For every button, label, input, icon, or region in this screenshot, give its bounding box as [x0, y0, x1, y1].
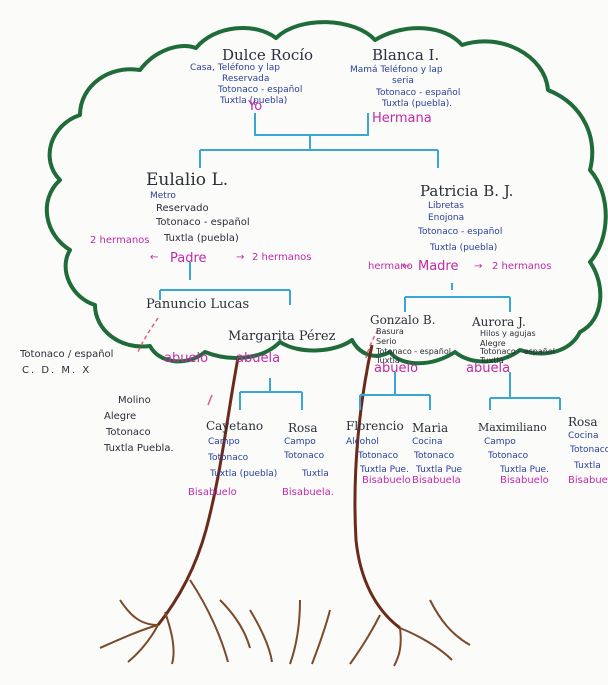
sibling-note: 2 hermanos — [492, 261, 552, 272]
trait: Alcohol — [346, 437, 379, 447]
trait: Totonaco — [488, 451, 529, 461]
role-label: Bisabuelo — [362, 475, 411, 486]
name-aurora: Aurora J. — [472, 315, 526, 329]
trait: Tuxtla — [302, 469, 329, 479]
name-eulalio: Eulalio L. — [146, 170, 229, 190]
trait: Cocina — [412, 437, 443, 447]
role-label: Bisabuela — [568, 475, 608, 486]
trait: Tuxtla Puebla. — [104, 443, 174, 454]
trait: Totonaco — [106, 427, 151, 438]
trait: Reservada — [222, 74, 270, 84]
role-label: Bisabuelo — [500, 475, 549, 486]
role-label: Padre — [170, 251, 207, 266]
role-label: Bisabuelo — [188, 487, 237, 498]
role-label: Bisabuela. — [282, 487, 334, 498]
dashed-links — [137, 317, 379, 359]
trait: seria — [392, 76, 414, 86]
trait: Basura — [376, 327, 404, 336]
trait: Totonaco — [208, 453, 249, 463]
name-maria: Maria — [412, 421, 449, 435]
sibling-note: 2 hermanos — [90, 235, 150, 246]
trait: Tuxtla — [574, 461, 601, 471]
trait: Tuxtla (puebla) — [430, 243, 498, 253]
trait: Totonaco — [414, 451, 455, 461]
trait: Molino — [118, 395, 151, 406]
trait: Alegre — [480, 339, 506, 348]
trait: Totonaco - español — [218, 85, 303, 95]
trunk-left — [156, 357, 240, 626]
roots — [99, 579, 471, 667]
arrow-left-icon: ← — [402, 261, 411, 272]
name-cayetano: Cayetano — [206, 419, 264, 433]
trait: Tuxtla — [376, 356, 400, 365]
name-dulce-rocio: Dulce Rocío — [222, 46, 314, 64]
sibling-note: hermano — [368, 261, 413, 272]
trait: Enojona — [428, 213, 465, 223]
trait: Cocina — [568, 431, 599, 441]
canopy-outline — [44, 20, 608, 366]
side-note-place: C. D. M. X — [22, 365, 92, 376]
trunk-right — [353, 344, 401, 630]
trait: Tuxtla Pue — [416, 465, 463, 475]
trait: Tuxtla — [480, 356, 504, 365]
trait: Tuxtla Pue. — [500, 465, 549, 475]
role-label: Madre — [418, 259, 459, 274]
trait: Campo — [484, 437, 516, 447]
name-patricia: Patricia B. J. — [420, 182, 514, 200]
trait: Tuxtla (puebla). — [382, 99, 453, 109]
trait: Totonaco — [570, 445, 608, 455]
arrow-right-icon: → — [236, 252, 245, 263]
trait: Mamá Teléfono y lap — [350, 65, 443, 75]
role-label: Yo — [248, 99, 263, 114]
role-label: abuela — [466, 361, 511, 376]
side-note-language: Totonaco / español — [20, 349, 114, 360]
trait: Campo — [208, 437, 240, 447]
trait: Totonaco - español — [376, 347, 451, 356]
trait: Totonaco - español — [418, 227, 503, 237]
name-maximiliano: Maximiliano — [478, 421, 547, 434]
trait: Reservado — [156, 203, 209, 214]
role-label: Bisabuela — [412, 475, 461, 486]
trait: Totonaco — [284, 451, 325, 461]
trait: Tuxtla Pue. — [360, 465, 409, 475]
trait: Hilos y agujas — [480, 329, 536, 338]
arrow-left-icon: ← — [150, 252, 159, 263]
trait: Tuxtla (puebla) — [210, 469, 278, 479]
trait: Totonaco - español — [480, 347, 555, 356]
name-rosa-2: Rosa — [568, 415, 598, 429]
name-florencio: Florencio — [346, 419, 404, 433]
name-panuncio: Panuncio Lucas — [146, 297, 250, 312]
trait: Totonaco - español — [376, 88, 461, 98]
connectors — [159, 113, 561, 410]
role-label: Hermana — [372, 111, 432, 126]
trait: Totonaco - español — [156, 217, 250, 228]
arrow-right-icon: → — [474, 261, 483, 272]
trait: Tuxtla (puebla) — [164, 233, 239, 244]
trait: Alegre — [104, 411, 137, 422]
trait: Libretas — [428, 201, 464, 211]
sibling-note: 2 hermanos — [252, 252, 312, 263]
trait: Serio — [376, 337, 397, 346]
trait: Metro — [150, 191, 176, 201]
trait: Totonaco — [358, 451, 399, 461]
small-pink-mark — [207, 394, 213, 406]
name-margarita: Margarita Pérez — [228, 329, 336, 344]
role-label: abuela — [236, 351, 281, 366]
trait: Casa, Teléfono y lap — [190, 63, 280, 73]
role-label: abuelo — [164, 351, 209, 366]
name-rosa: Rosa — [288, 421, 318, 435]
trait: Tuxtla (puebla) — [220, 96, 288, 106]
role-label: abuelo — [374, 361, 419, 376]
trait: Campo — [284, 437, 316, 447]
name-blanca: Blanca I. — [372, 46, 440, 64]
name-gonzalo: Gonzalo B. — [370, 313, 436, 327]
